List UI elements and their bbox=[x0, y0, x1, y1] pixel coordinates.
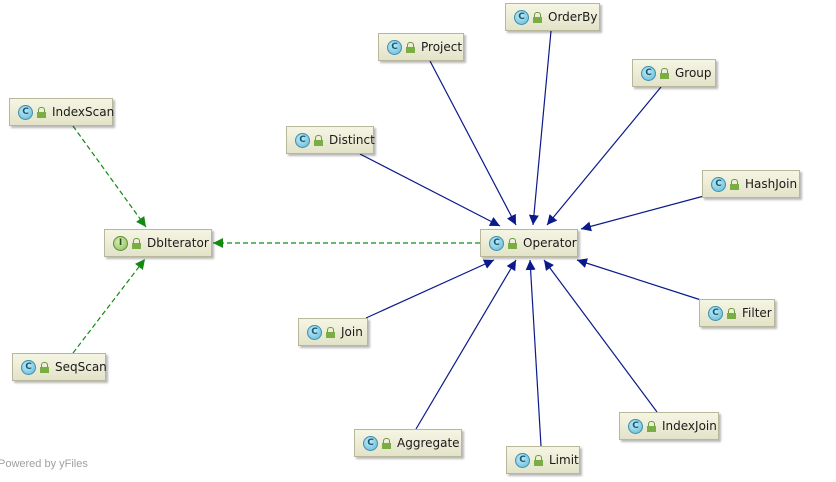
node-label: Limit bbox=[549, 453, 579, 467]
edge-hashjoin-to-operator bbox=[580, 195, 705, 232]
visibility-lock-icon bbox=[660, 67, 669, 79]
node-label: HashJoin bbox=[745, 177, 798, 191]
class-icon: C bbox=[21, 359, 36, 375]
class-icon: C bbox=[641, 65, 656, 81]
node-indexjoin[interactable]: C IndexJoin bbox=[619, 412, 719, 440]
node-aggregate[interactable]: C Aggregate bbox=[354, 429, 462, 457]
edge-limit-to-operator bbox=[525, 259, 542, 447]
edge-distinct-to-operator bbox=[359, 153, 501, 227]
node-hashjoin[interactable]: C HashJoin bbox=[702, 170, 800, 198]
node-seqscan[interactable]: C SeqScan bbox=[12, 353, 107, 381]
visibility-lock-icon bbox=[314, 134, 323, 146]
visibility-lock-icon bbox=[326, 326, 335, 338]
visibility-lock-icon bbox=[406, 41, 415, 53]
visibility-lock-icon bbox=[730, 178, 739, 190]
node-label: Project bbox=[421, 40, 463, 54]
node-label: Aggregate bbox=[397, 436, 460, 450]
edge-group-to-operator bbox=[546, 86, 662, 226]
node-label: SeqScan bbox=[55, 360, 107, 374]
visibility-lock-icon bbox=[534, 454, 543, 466]
edges-layer bbox=[72, 30, 705, 447]
node-label: Join bbox=[341, 325, 363, 339]
visibility-lock-icon bbox=[533, 11, 542, 23]
node-label: OrderBy bbox=[548, 10, 598, 24]
edge-indexjoin-to-operator bbox=[543, 259, 658, 413]
node-dbiterator[interactable]: I DbIterator bbox=[104, 229, 212, 257]
class-icon: C bbox=[387, 39, 402, 55]
class-icon: C bbox=[363, 435, 378, 451]
node-label: Group bbox=[675, 66, 712, 80]
visibility-lock-icon bbox=[37, 106, 46, 118]
visibility-lock-icon bbox=[132, 237, 141, 249]
node-label: Filter bbox=[742, 306, 772, 320]
edge-filter-to-operator bbox=[576, 258, 702, 301]
node-label: Distinct bbox=[329, 133, 375, 147]
class-icon: C bbox=[307, 324, 322, 340]
visibility-lock-icon bbox=[727, 307, 736, 319]
node-filter[interactable]: C Filter bbox=[699, 299, 775, 327]
node-project[interactable]: C Project bbox=[378, 33, 464, 61]
edge-orderby-to-operator bbox=[528, 30, 552, 226]
node-distinct[interactable]: C Distinct bbox=[286, 126, 375, 154]
visibility-lock-icon bbox=[382, 437, 391, 449]
class-icon: C bbox=[711, 176, 726, 192]
visibility-lock-icon bbox=[647, 420, 656, 432]
visibility-lock-icon bbox=[40, 361, 49, 373]
node-operator[interactable]: C Operator bbox=[480, 229, 578, 257]
interface-icon: I bbox=[113, 235, 128, 251]
node-group[interactable]: C Group bbox=[632, 59, 716, 87]
visibility-lock-icon bbox=[508, 237, 517, 249]
class-icon: C bbox=[628, 418, 643, 434]
node-label: IndexJoin bbox=[662, 419, 717, 433]
node-join[interactable]: C Join bbox=[298, 318, 368, 346]
node-label: IndexScan bbox=[52, 105, 115, 119]
edge-indexscan-to-dbiterator bbox=[72, 125, 147, 228]
edge-aggregate-to-operator bbox=[415, 259, 517, 430]
node-indexscan[interactable]: C IndexScan bbox=[9, 98, 115, 126]
node-orderby[interactable]: C OrderBy bbox=[505, 3, 600, 31]
class-icon: C bbox=[514, 9, 529, 25]
node-label: DbIterator bbox=[147, 236, 209, 250]
node-label: Operator bbox=[523, 236, 577, 250]
edge-seqscan-to-dbiterator bbox=[72, 258, 146, 354]
class-icon: C bbox=[708, 305, 723, 321]
edge-join-to-operator bbox=[365, 259, 495, 319]
class-icon: C bbox=[489, 235, 504, 251]
edge-project-to-operator bbox=[429, 60, 517, 226]
class-icon: C bbox=[515, 452, 530, 468]
node-limit[interactable]: C Limit bbox=[506, 446, 580, 474]
watermark: Powered by yFiles bbox=[0, 458, 88, 470]
class-icon: C bbox=[18, 104, 33, 120]
class-icon: C bbox=[295, 132, 310, 148]
